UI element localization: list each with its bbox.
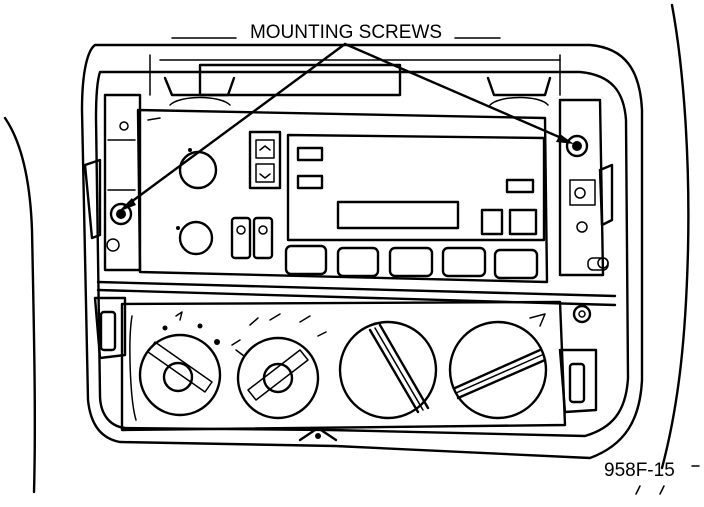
volume-knob-icon	[178, 150, 218, 190]
arrowhead-icon	[556, 134, 574, 144]
preset-button-2	[336, 246, 380, 278]
figure-id: 958F-15	[604, 460, 675, 481]
trim-bezel	[80, 43, 644, 460]
fan-speed-knob-icon	[138, 311, 222, 417]
temperature-knob-icon	[338, 320, 438, 420]
preset-button-3	[388, 246, 434, 278]
radio-unit	[136, 108, 609, 284]
tuning-knob-icon	[178, 220, 214, 256]
side-bracket-right	[558, 98, 614, 277]
recirculation-knob-icon	[448, 313, 548, 420]
preset-button-5	[493, 248, 539, 280]
leader-line-right	[343, 42, 574, 144]
mounting-screw-right-icon	[565, 134, 589, 158]
mounting-tab-right	[486, 76, 552, 106]
preset-button-1	[284, 244, 328, 276]
climate-control-panel	[93, 296, 598, 442]
callout-label: MOUNTING SCREWS	[250, 22, 442, 43]
mounting-tab-left	[163, 63, 402, 106]
dash-panel-outline	[3, 3, 690, 494]
side-bracket-left	[83, 93, 142, 272]
arrowhead-icon	[118, 198, 136, 212]
preset-button-4	[441, 246, 487, 278]
figure-id-marks	[635, 465, 700, 495]
mode-knob-icon	[231, 313, 327, 420]
leader-line-left	[118, 42, 347, 212]
